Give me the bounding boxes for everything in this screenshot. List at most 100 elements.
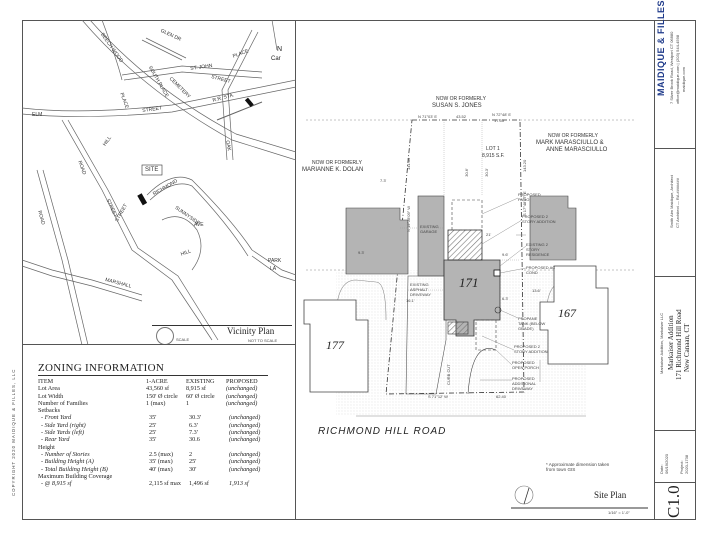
title-block: MAIDIQUE & FILLES 7 Silver Brook Road, W… <box>654 0 696 520</box>
zoning-cell-prop: (unchanged) <box>226 385 258 393</box>
lot-area: 8,915 S.F. <box>482 153 505 159</box>
project-number: 2020-1738 <box>684 454 689 474</box>
zoning-cell-req: 40' (max) <box>149 465 173 473</box>
project-name: Markaiser Addition <box>667 315 675 370</box>
left-column <box>22 20 296 520</box>
zoning-cell-exist: 6.3' <box>189 421 198 429</box>
zoning-cell-req: 35' <box>149 436 157 444</box>
bearing-top: N 71°03' E <box>418 114 438 119</box>
zoning-row: Setbacks <box>38 407 279 414</box>
zoning-cell-prop: (unchanged) <box>229 458 261 466</box>
zoning-cell-req <box>146 473 186 480</box>
zoning-cell-prop: 1,913 sf <box>229 480 249 488</box>
dim-label: 16.1' <box>406 298 415 303</box>
scale-stamp: SCALE <box>176 337 190 342</box>
callout-garage: EXISTING GARAGE <box>420 224 439 234</box>
street-label: AVE <box>194 222 204 228</box>
firm-address2: office@maidique.com | (203) 544-4598 <box>675 34 680 104</box>
dim-label: 9.6' <box>502 252 509 257</box>
house-number-167: 167 <box>558 306 576 320</box>
zoning-title: ZONING INFORMATION <box>38 362 165 374</box>
lot-name: LOT 1 <box>486 146 500 152</box>
site-plan-scale: 1/16" = 1'-0" <box>608 510 630 515</box>
owner-left-name: MARIANNE K. DOLAN <box>302 167 364 173</box>
zoning-cell-prop: (unchanged) <box>229 465 261 473</box>
site-label: SITE <box>145 167 159 173</box>
header-cell: ITEM <box>38 378 54 385</box>
vicinity-scale-note: NOT TO SCALE <box>248 338 278 343</box>
zoning-cell-item: - Side Yard (right) <box>41 421 86 429</box>
firm-logo: MAIDIQUE & FILLES <box>656 0 666 96</box>
zoning-cell-item: - Side Yards (left) <box>41 429 85 437</box>
zoning-row: - Total Building Height (B)40' (max)30'(… <box>38 466 279 473</box>
owner-left-pre: NOW OR FORMERLY <box>312 160 362 166</box>
project-city: New Canaan, CT <box>683 323 691 372</box>
zoning-cell-req: 25' <box>149 429 157 437</box>
zoning-cell-item: - @ 8,915 sf <box>41 480 72 488</box>
owner-right-name1: MARK MARASCIULLO & <box>536 140 604 146</box>
zoning-cell-exist: 30.3' <box>189 414 201 422</box>
zoning-row: - Building Height (A)35' (max)25'(unchan… <box>38 458 279 465</box>
date-value: 06/19/2020 <box>664 453 669 474</box>
zoning-cell-exist <box>186 444 226 451</box>
zoning-cell-item: - Total Building Height (B) <box>41 465 108 473</box>
zoning-cell-item: Setbacks <box>38 407 60 415</box>
bearing-top-right: N 72°48' E <box>492 112 512 117</box>
zoning-cell-item: Height <box>38 443 55 451</box>
bearing-bottom: S 71°12' W <box>428 394 448 399</box>
vicinity-plan: SITE N Car BEECH WOOD GLEN DR ST. JOHN P… <box>22 20 296 345</box>
callout-patio: PROPOSED PATIO <box>518 192 541 202</box>
callout-add2: PROPOSED 2 STORY ADDITION <box>514 344 548 354</box>
firm-web: maidique.com <box>681 67 686 92</box>
copyright-text: COPYRIGHT 2020 MAIDIQUE & FILLES, LLC <box>11 368 16 496</box>
site-plan-drawing <box>303 119 648 509</box>
zoning-cell-req: 150' Ø circle <box>146 392 178 400</box>
zoning-cell-exist: 60' Ø circle <box>186 392 215 400</box>
sheet-number: C1.0 <box>664 485 683 518</box>
street-label: ELM <box>32 112 43 118</box>
zoning-cell-req: 35' (max) <box>149 458 173 466</box>
sheet-border <box>22 20 696 520</box>
vicinity-title: Vicinity Plan <box>227 326 275 336</box>
zoning-cell-req: 1 (max) <box>146 399 166 407</box>
bearing-left-dist: 141.00 <box>406 157 411 170</box>
zoning-row: Height <box>38 444 279 451</box>
zoning-header-row: ITEM 1-ACRE EXISTING PROPOSED <box>38 378 279 385</box>
site-marker <box>137 193 148 206</box>
dim-label: 21' <box>486 232 492 237</box>
zoning-cell-item: Maximum Building Coverage <box>38 472 113 480</box>
zoning-cell-exist: 8,915 sf <box>186 385 206 393</box>
callout-porch: PROPOSED OPEN PORCH <box>512 360 539 370</box>
owner-right-name2: ANNE MARASCIULLO <box>546 147 608 153</box>
zoning-cell-item: - Front Yard <box>41 414 72 422</box>
zoning-cell-exist <box>186 407 226 414</box>
zoning-row: - Side Yard (right) 25' 6.3' (unchanged) <box>38 422 279 429</box>
bearing-bottom-dist: 62.40 <box>496 394 507 399</box>
owner-top-pre: NOW OR FORMERLY <box>436 96 486 102</box>
owner-line: Markaiser Addition, Markaiser LLC <box>659 312 664 374</box>
street-label: LA <box>270 266 277 272</box>
vicinity-map <box>22 20 296 344</box>
north-label: N <box>277 46 283 53</box>
zoning-cell-prop: (unchanged) <box>229 414 261 422</box>
header-cell: PROPOSED <box>226 378 258 385</box>
firm-address1: 7 Silver Brook Road, Westport CT 06880 <box>669 31 674 104</box>
zoning-cell-prop <box>226 407 276 414</box>
zoning-cell-req: 25' <box>149 421 157 429</box>
zoning-cell-item: - Building Height (A) <box>41 458 94 466</box>
zoning-cell-exist: 1 <box>186 399 190 407</box>
zoning-cell-prop: (unchanged) <box>229 421 261 429</box>
project-street: 171 Richmond Hill Road <box>675 309 683 380</box>
house-number-177: 177 <box>326 338 344 352</box>
zoning-cell-prop: (unchanged) <box>229 450 261 458</box>
dim-label: 30.3' <box>483 168 489 177</box>
zoning-cell-req <box>146 444 186 451</box>
zoning-cell-prop: (unchanged) <box>229 436 261 444</box>
zoning-cell-req: 43,560 sf <box>146 385 170 393</box>
